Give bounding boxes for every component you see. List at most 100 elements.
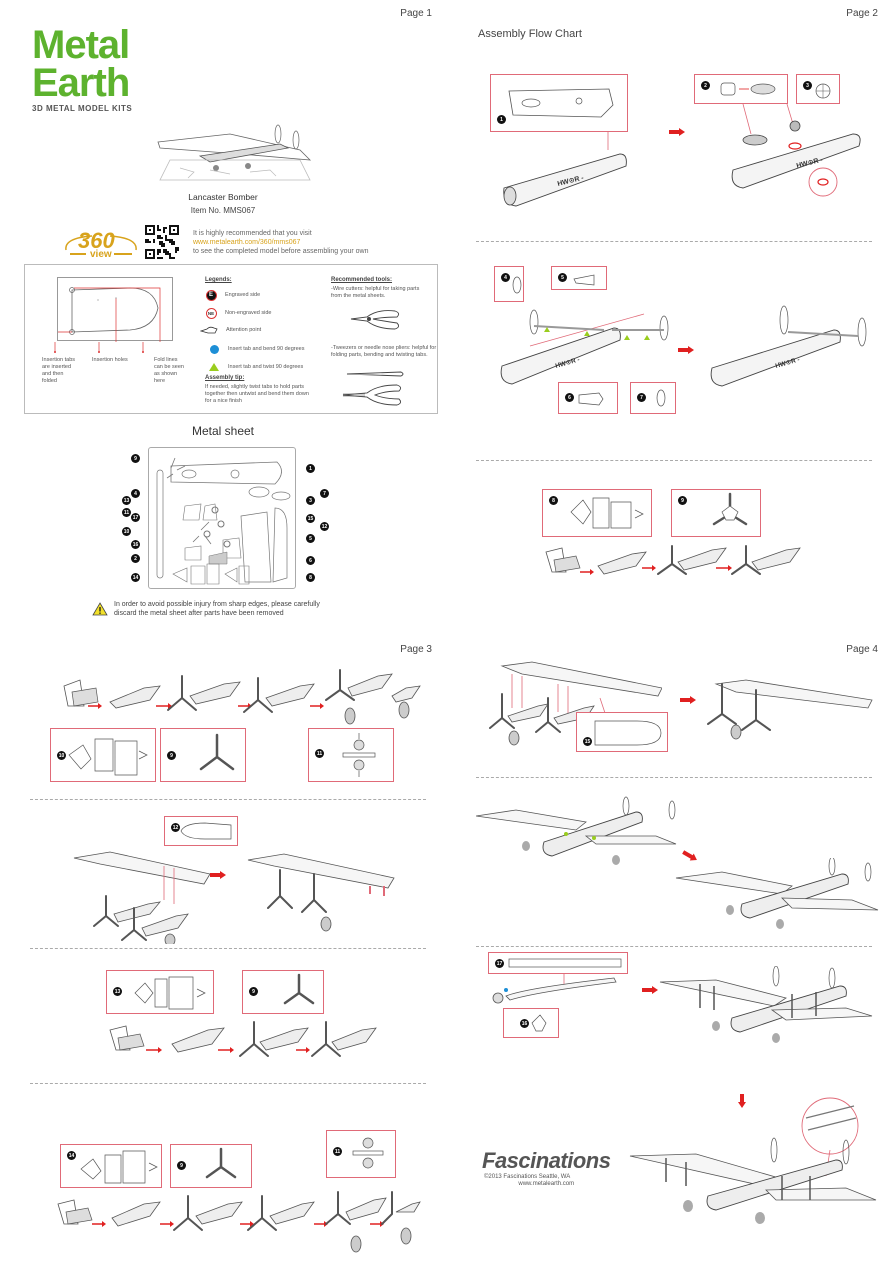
wing-part-15 <box>594 720 662 746</box>
part-callout: 1 <box>490 74 628 132</box>
propeller-part-9 <box>205 1147 237 1179</box>
nose-turret-part-16 <box>531 1014 547 1032</box>
bomb-bay-attach <box>492 974 617 1004</box>
part-number-badge: 15 <box>306 514 315 523</box>
part-number-badge: 1 <box>497 115 506 124</box>
part-number-badge: 11 <box>122 508 131 517</box>
part-number-badge: 15 <box>583 737 592 746</box>
part-number-badge: 8 <box>549 496 558 505</box>
page-number: Page 4 <box>846 644 878 655</box>
landing-gear-part-11 <box>342 733 376 777</box>
metal-sheet-title: Metal sheet <box>191 424 255 438</box>
part-number-badge: 9 <box>167 751 176 760</box>
label-insertion-holes: Insertion holes <box>92 357 128 363</box>
attention-point-icon <box>200 326 218 334</box>
fuselage-assembled-1: HW⊙R - <box>503 132 627 207</box>
legend-item: Insert tab and bend 90 degrees <box>208 343 304 355</box>
fuselage-with-tail-assembly: HW⊙R - <box>500 309 669 385</box>
swoosh-icon <box>65 235 137 255</box>
part-callout: 6 <box>558 382 618 414</box>
website-link[interactable]: www.metalearth.com <box>518 1181 575 1187</box>
part-callout: 8 <box>542 489 652 537</box>
qr-code[interactable] <box>145 225 179 259</box>
part-number-badge: 7 <box>320 489 329 498</box>
assembly-flow-chart-title: Assembly Flow Chart <box>478 28 582 40</box>
wing-engine-complete-left <box>707 679 873 740</box>
part-number-badge: 17 <box>495 959 504 968</box>
part-callout: 16 <box>503 1008 559 1038</box>
bomb-bay-part-17 <box>508 958 622 968</box>
part-number-badge: 11 <box>333 1147 342 1156</box>
part-callout: 2 <box>694 74 788 104</box>
part-callout: 9 <box>170 1144 252 1188</box>
engine-nacelle-assembly-sequence <box>545 545 801 575</box>
part-number-badge: 9 <box>678 496 687 505</box>
bomber-near-complete <box>659 966 873 1043</box>
part-number-badge: 7 <box>637 393 646 402</box>
parts-layout <box>156 457 291 585</box>
turret-part-3 <box>815 83 831 99</box>
part-callout: 7 <box>630 382 676 414</box>
non-engraved-side-icon: NE <box>205 307 217 319</box>
brand-tagline: 3D METAL MODEL KITS <box>32 104 133 113</box>
copyright: ©2013 Fascinations Seattle, WA <box>484 1174 571 1180</box>
tail-plane-part-6 <box>578 392 604 406</box>
legend-item: E Engraved side <box>205 289 260 301</box>
legend-item: NE Non-engraved side <box>205 307 271 319</box>
engine-assembly-sequence-c <box>57 1191 421 1253</box>
part-number-badge: 17 <box>131 513 140 522</box>
needle-nose-pliers-icon <box>342 384 402 406</box>
label-fold-lines: Fold lines can be seen as shown here <box>154 357 184 384</box>
metal-sheet-diagram <box>148 447 296 589</box>
part-number-badge: 12 <box>320 522 329 531</box>
part-callout: 11 <box>308 728 394 782</box>
tail-fin-part-7 <box>656 389 666 407</box>
step-arrow-icon <box>682 850 697 861</box>
part-callout: 10 <box>50 728 156 782</box>
wire-cutters-text: -Wire cutters: helpful for taking parts … <box>331 286 420 299</box>
part-number-badge: 5 <box>558 273 567 282</box>
landing-gear-part-11 <box>352 1137 384 1169</box>
section-divider <box>30 1083 426 1084</box>
engine-assembly-sequence-a <box>63 669 421 725</box>
part-number-badge: 2 <box>701 81 710 90</box>
propeller-part-9 <box>199 733 235 771</box>
tweezers-text: -Tweezers or needle nose pliers: helpful… <box>331 345 437 358</box>
wing-engine-attach-left <box>489 661 662 746</box>
completed-bomber-illustration <box>629 1097 877 1224</box>
part-callout: 13 <box>106 970 214 1014</box>
blue-dot-icon <box>209 344 219 354</box>
view-360-logo: 360 view <box>62 228 140 260</box>
part-number-badge: 4 <box>501 273 510 282</box>
part-callout: 15 <box>576 712 668 752</box>
label-insertion-tabs: Insertion tabs are inserted and then fol… <box>42 357 76 384</box>
part-callout: 17 <box>488 952 628 974</box>
part-callout: 9 <box>160 728 246 782</box>
page-4: Page 4 15 17 <box>446 636 892 1272</box>
model-360-link[interactable]: www.metalearth.com/360/mms067 <box>193 239 301 246</box>
page-3: Page 3 10 9 11 <box>0 636 446 1272</box>
section-divider <box>30 948 426 949</box>
step-arrow-icon <box>642 986 658 994</box>
wing-part-diagram <box>55 287 161 342</box>
part-callout: 9 <box>671 489 761 537</box>
legends-title: Legends: <box>205 277 232 283</box>
wire-cutters-icon <box>350 310 400 330</box>
part-callout: 11 <box>326 1130 396 1178</box>
legend-panel: Insertion tabs are inserted and then fol… <box>24 264 438 414</box>
part-callout: 12 <box>164 816 238 846</box>
item-number: Item No. MMS067 <box>190 206 256 215</box>
part-number-badge: 10 <box>122 527 131 536</box>
propeller-part-9 <box>283 973 315 1005</box>
section-divider <box>476 946 872 947</box>
fuselage-with-tail-complete: HW⊙R - <box>710 305 867 387</box>
cockpit-canopy-part-2 <box>720 82 776 96</box>
visit-recommendation: It is highly recommended that you visit … <box>193 230 369 255</box>
insertion-pointer-lines <box>54 342 144 353</box>
engine-assembly-sequence-b <box>109 1021 377 1057</box>
part-number-badge: 8 <box>306 573 315 582</box>
down-arrow-icon <box>738 1094 746 1108</box>
wings-fuselage-complete <box>675 858 879 929</box>
part-number-badge: 16 <box>131 540 140 549</box>
wing-with-engines-complete <box>247 853 395 932</box>
